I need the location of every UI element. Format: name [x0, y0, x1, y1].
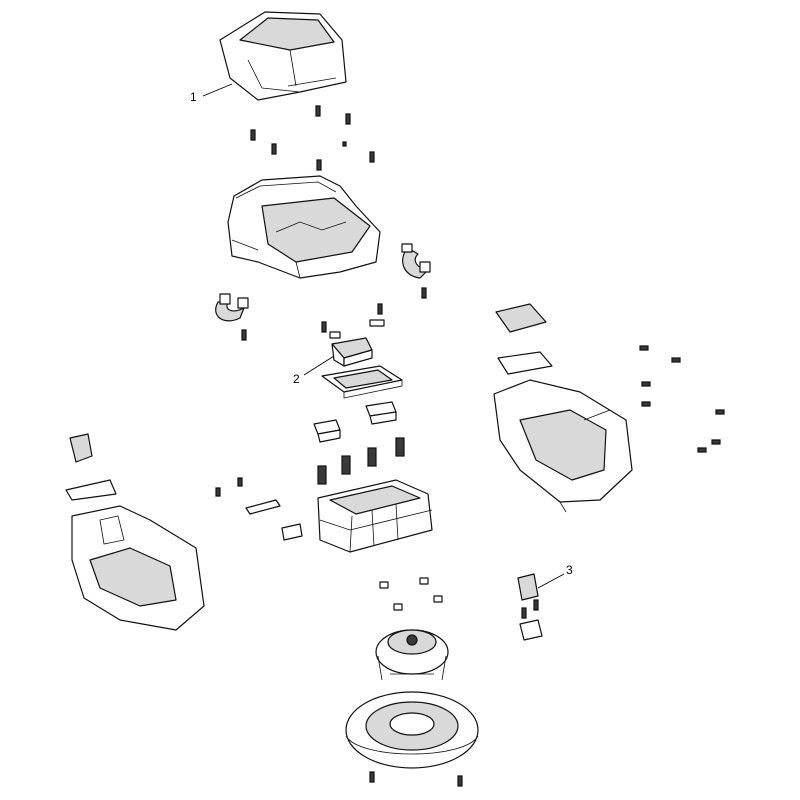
connector-part: [517, 573, 543, 641]
callout-leader-1: [202, 83, 233, 97]
top-cover: [219, 11, 347, 101]
screw-set-top: [250, 105, 375, 171]
callout-leader-3: [537, 573, 565, 589]
callout-leader-2: [303, 355, 335, 376]
callout-label-1: 1: [190, 90, 197, 104]
pcb-frame: [321, 365, 403, 399]
screw-set-middle: [321, 303, 385, 339]
clip-left: [215, 293, 249, 341]
battery-tray: [317, 479, 433, 553]
spring-set: [317, 437, 405, 485]
right-side-housing: [493, 303, 633, 513]
blade-disc: [345, 691, 479, 769]
button-right: [365, 401, 397, 425]
main-housing: [227, 175, 381, 279]
nut-set: [379, 577, 443, 611]
button-left: [313, 419, 341, 443]
callout-label-2: 2: [293, 372, 300, 386]
callout-label-3: 3: [566, 563, 573, 577]
screw-set-bottom: [369, 771, 463, 787]
switch-module: [331, 337, 373, 367]
clip-right: [401, 243, 431, 299]
screw-set-right: [639, 345, 725, 453]
left-side-housing: [65, 433, 205, 631]
motor-assembly: [375, 629, 449, 681]
bracket-small: [215, 477, 303, 541]
